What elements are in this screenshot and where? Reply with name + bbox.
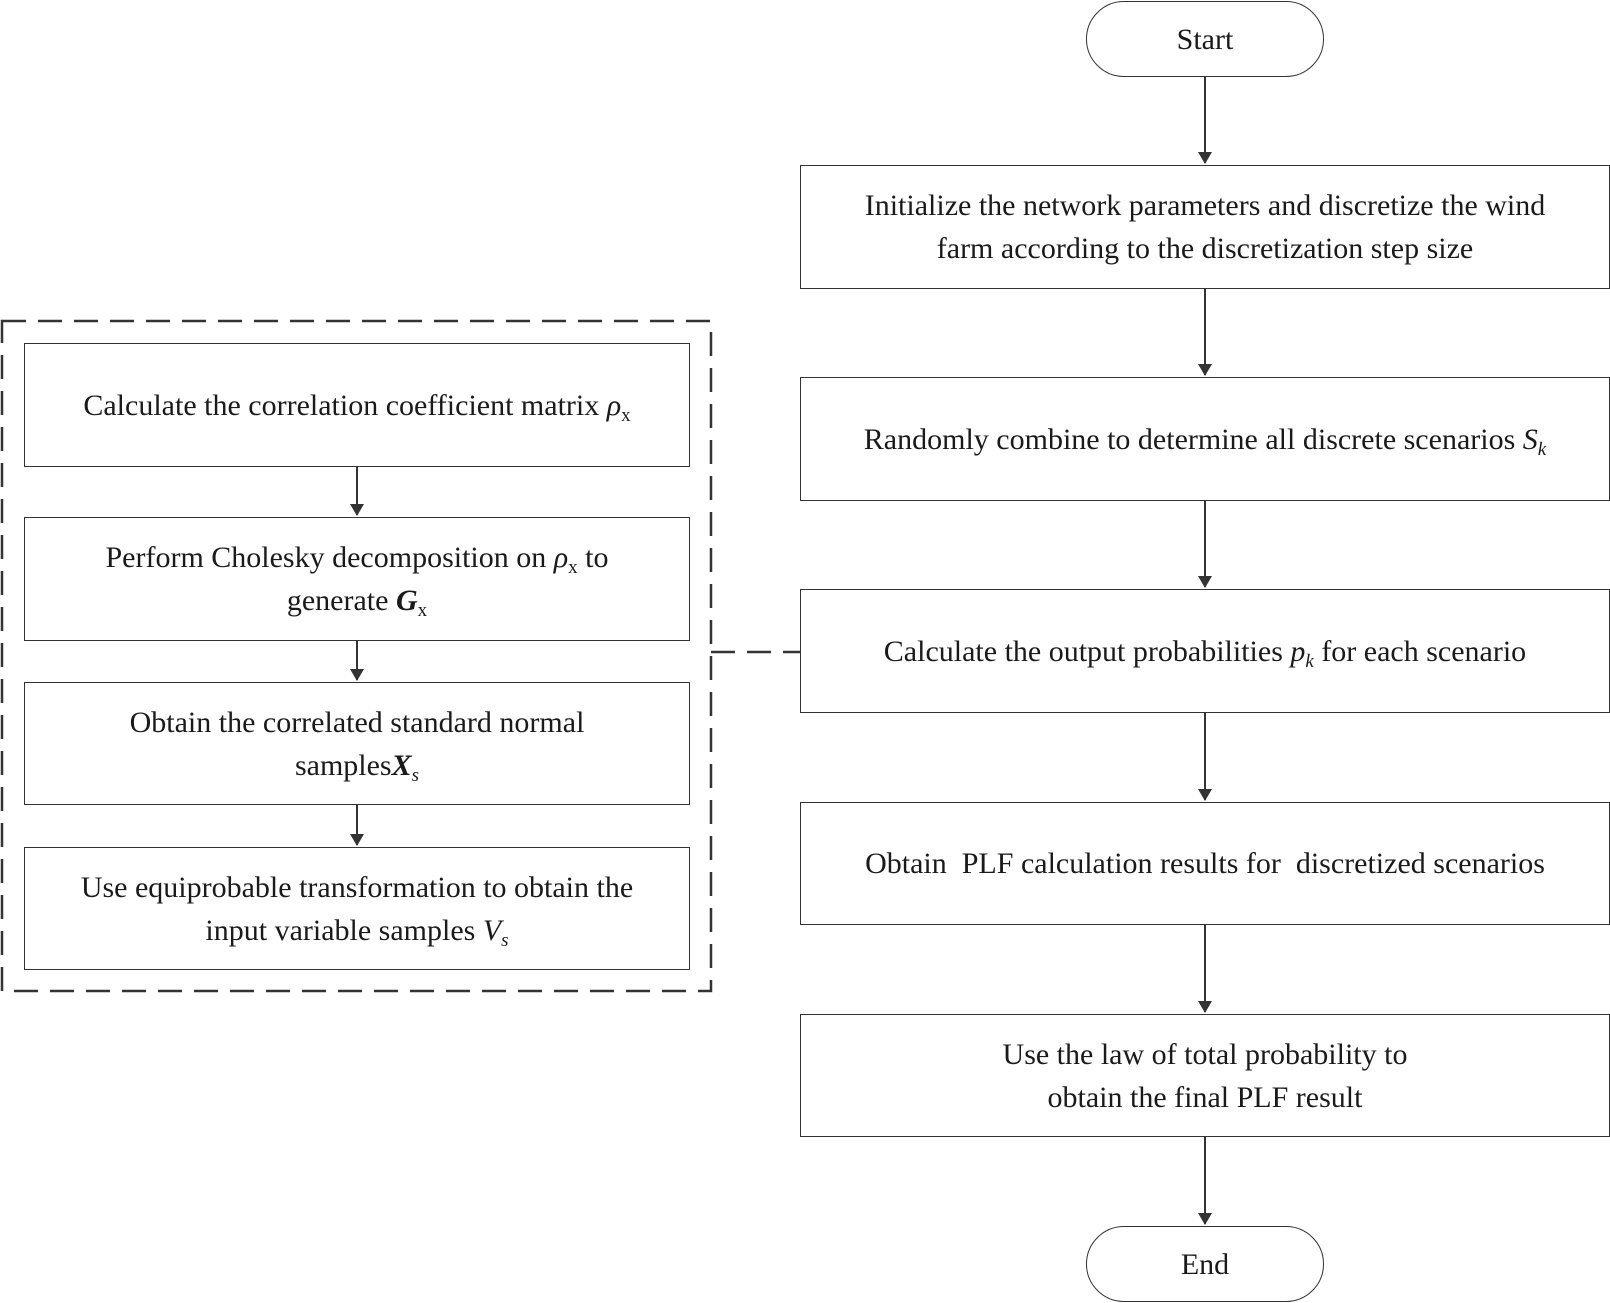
cholesky-symbol: ρ	[553, 541, 569, 574]
init-line-2: farm according to the discretization ste…	[936, 232, 1474, 265]
initialize-network-step: Initialize the network parameters and di…	[800, 165, 1610, 289]
output-prob-subscript: k	[1305, 650, 1314, 672]
corr-text: Calculate the correlation coefficient ma…	[83, 388, 607, 422]
dashed-group-boundary	[0, 319, 713, 993]
equiprobable-transform-step: Use equiprobable transformation to obtai…	[24, 847, 690, 970]
correlated-subscript: s	[411, 764, 420, 786]
corr-symbol: ρ	[606, 388, 622, 422]
random-combine-step: Randomly combine to determine all discre…	[800, 377, 1610, 501]
cholesky-line2-text: generate	[286, 584, 396, 617]
cholesky-subscript: x	[568, 557, 578, 578]
total-prob-line-2: obtain the final PLF result	[1047, 1080, 1363, 1114]
cholesky-step: Perform Cholesky decomposition on ρx to …	[24, 517, 690, 641]
equiprob-subscript: s	[501, 929, 509, 951]
cholesky-pre: Perform Cholesky decomposition on	[105, 541, 554, 574]
plf-results-step: Obtain PLF calculation results for discr…	[800, 802, 1610, 925]
cholesky-symbol-g: G	[395, 584, 418, 617]
plf-results-text: Obtain PLF calculation results for discr…	[865, 847, 1545, 880]
correlated-line2-text: samples	[294, 748, 392, 782]
start-terminal: Start	[1086, 1, 1324, 77]
combine-subscript: k	[1537, 438, 1547, 460]
correlated-line-1: Obtain the correlated standard normal	[129, 705, 585, 739]
cholesky-line-1: Perform Cholesky decomposition on ρx to	[105, 536, 608, 579]
combine-text: Randomly combine to determine all discre…	[863, 422, 1523, 456]
correlated-line-2: samplesXs	[130, 744, 585, 787]
total-prob-line-1: Use the law of total probability to	[1002, 1037, 1408, 1071]
combine-symbol: S	[1522, 422, 1538, 456]
equiprob-line2-text: input variable samples	[205, 913, 483, 947]
correlation-matrix-step: Calculate the correlation coefficient ma…	[24, 343, 690, 467]
cholesky-line-2: generate Gx	[105, 579, 608, 622]
init-line-1: Initialize the network parameters and di…	[864, 189, 1546, 222]
cholesky-subscript-g: x	[417, 600, 428, 621]
correlated-samples-step: Obtain the correlated standard normal sa…	[24, 682, 690, 805]
start-label: Start	[1176, 22, 1234, 56]
equiprob-line-2: input variable samples Vs	[81, 909, 633, 952]
correlated-symbol: X	[391, 748, 412, 782]
output-probability-step: Calculate the output probabilities pk fo…	[800, 589, 1610, 713]
equiprob-symbol: V	[482, 913, 502, 947]
end-terminal: End	[1086, 1226, 1324, 1302]
output-prob-post: for each scenario	[1313, 634, 1527, 668]
output-prob-pre: Calculate the output probabilities	[883, 634, 1291, 668]
corr-subscript: x	[621, 404, 631, 426]
end-label: End	[1180, 1247, 1230, 1281]
total-probability-step: Use the law of total probability to obta…	[800, 1014, 1610, 1137]
cholesky-post: to	[577, 541, 609, 574]
equiprob-line-1: Use equiprobable transformation to obtai…	[80, 870, 634, 904]
output-prob-symbol: p	[1290, 634, 1306, 668]
